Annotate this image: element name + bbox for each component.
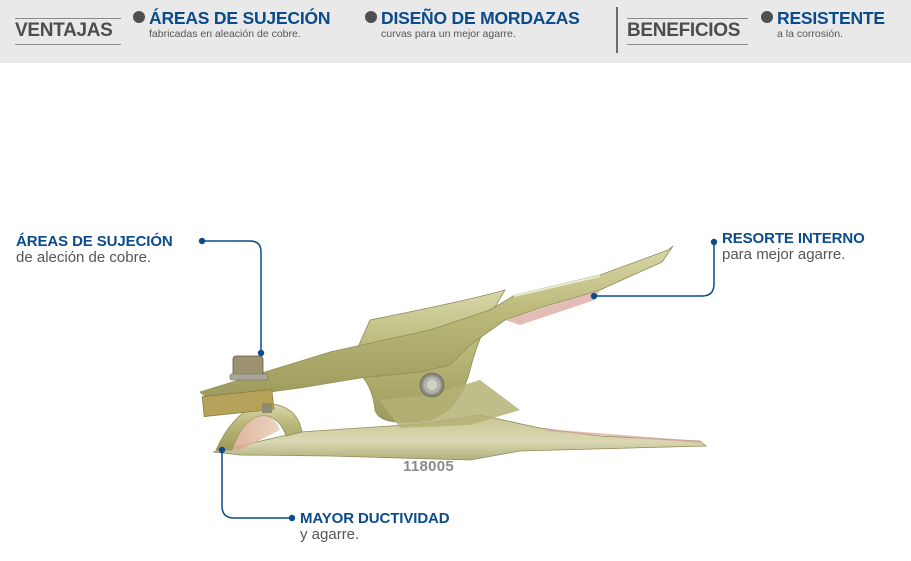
callout-areas-sujecion: ÁREAS DE SUJECIÓN de aleción de cobre. [16,233,173,266]
feature-title: DISEÑO DE MORDAZAS [381,8,580,28]
callout-mayor-ductividad: MAYOR DUCTIVIDAD y agarre. [300,510,450,543]
ventajas-label: VENTAJAS [15,18,121,45]
callout-title: MAYOR DUCTIVIDAD [300,510,450,527]
leader-line-mayor-ductividad [221,450,292,519]
callout-dot-icon [198,237,206,245]
callout-dot-icon [590,292,598,300]
callout-subtitle: para mejor agarre. [722,246,846,263]
feature-subtitle: curvas para un mejor agarre. [381,28,516,40]
upper-jaw [199,245,674,401]
bolt [229,355,272,413]
bullet-icon [133,11,145,23]
callout-dot-icon [288,514,296,522]
callout-resorte-interno: RESORTE INTERNO para mejor agarre. [722,230,865,263]
bullet-icon [365,11,377,23]
callout-dot-icon [218,446,226,454]
callout-title: RESORTE INTERNO [722,230,865,247]
callout-subtitle: y agarre. [300,526,360,543]
beneficios-label: BENEFICIOS [627,18,748,45]
leader-line-resorte-interno [594,244,715,297]
callout-title: ÁREAS DE SUJECIÓN [16,233,173,250]
leader-line-areas-sujecion [202,240,262,353]
callout-dot-icon [710,238,718,246]
pivot-rivet-center [425,378,439,392]
copper-pad [201,388,275,418]
feature-subtitle: fabricadas en aleación de cobre. [149,28,301,40]
benefit-subtitle: a la corrosión. [777,28,843,40]
feature-title: ÁREAS DE SUJECIÓN [149,8,331,28]
part-number: 118005 [403,458,455,475]
bullet-icon [761,11,773,23]
callout-subtitle: de aleción de cobre. [16,249,152,266]
callout-dot-icon [257,349,265,357]
benefit-title: RESISTENTE [777,8,885,28]
section-divider [616,7,618,53]
header-bar: VENTAJAS ÁREAS DE SUJECIÓN fabricadas en… [0,0,911,63]
